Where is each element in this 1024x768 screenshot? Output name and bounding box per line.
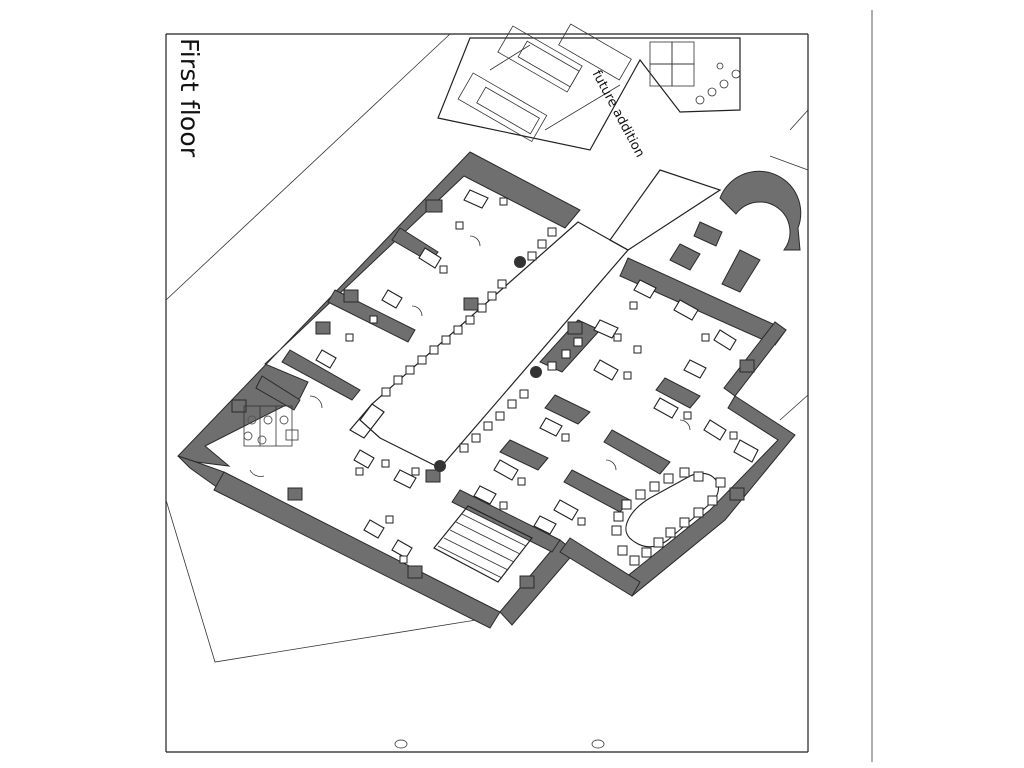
sheet-border xyxy=(165,10,873,762)
conference-table xyxy=(611,467,726,566)
door-swings xyxy=(249,235,691,477)
binder-holes xyxy=(394,739,605,749)
future-addition-parking xyxy=(437,23,741,151)
planters xyxy=(434,256,542,472)
building-walls xyxy=(177,151,796,629)
stair xyxy=(433,505,533,583)
restroom-fixtures xyxy=(243,405,299,447)
page-title: First floor xyxy=(175,38,204,158)
office-furniture xyxy=(315,189,759,564)
round-tower xyxy=(609,169,802,293)
site-outline xyxy=(165,33,809,663)
courtyard-chairs xyxy=(381,227,583,453)
